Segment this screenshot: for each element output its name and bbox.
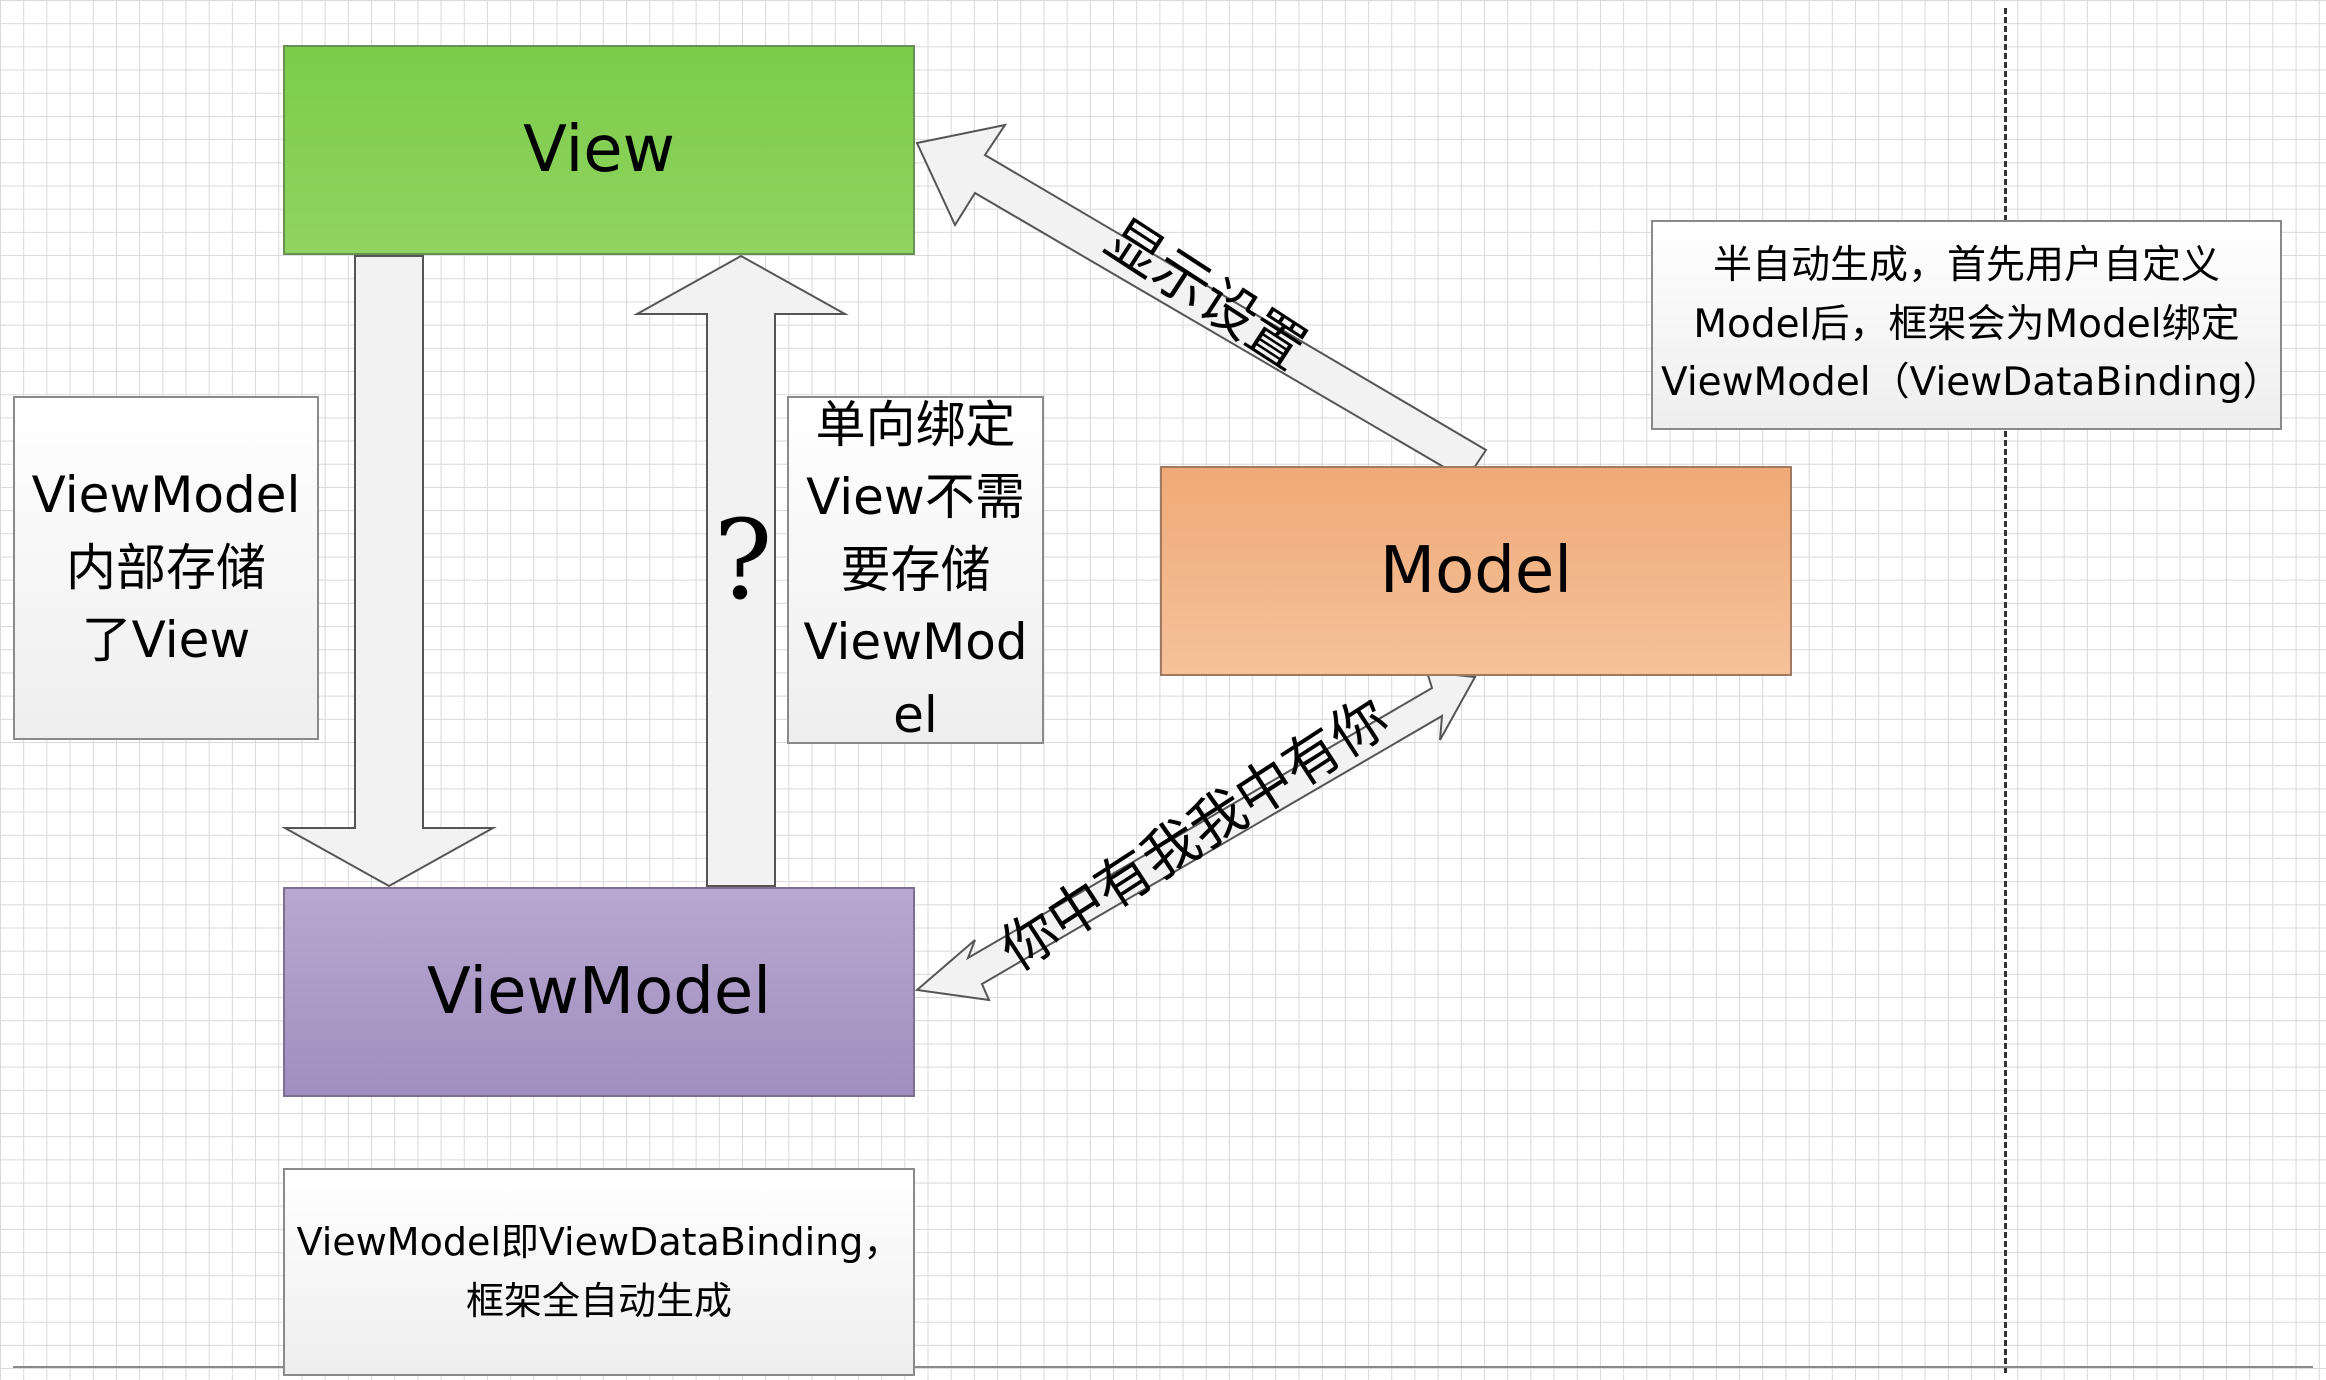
note-left-line-3: 了View (81, 611, 251, 670)
note-mid-line-3: 要存储 (840, 540, 991, 599)
note-mid-line-1: 单向绑定 (815, 395, 1016, 454)
viewmodel-node: ViewModel (283, 887, 915, 1097)
note-mid-line-4: ViewMod (803, 613, 1028, 672)
dashed-divider (2004, 8, 2007, 1373)
view-node-label: View (523, 113, 675, 187)
view-node: View (283, 45, 915, 255)
note-mid-line-2: View不需 (806, 468, 1025, 527)
arrow-view-to-viewmodel (281, 255, 497, 888)
note-bottom-line-2: 框架全自动生成 (465, 1279, 732, 1323)
arrow-viewmodel-model-bidirectional (914, 670, 1477, 1002)
note-full-auto-generation: ViewModel即ViewDataBinding， 框架全自动生成 (283, 1168, 915, 1376)
note-semi-auto-generation: 半自动生成，首先用户自定义 Model后，框架会为Model绑定 ViewMod… (1651, 220, 2282, 430)
note-right-line-1: 半自动生成，首先用户自定义 (1712, 243, 2220, 289)
note-left-line-2: 内部存储 (66, 538, 266, 597)
note-bottom-line-1: ViewModel即ViewDataBinding， (296, 1220, 902, 1265)
note-one-way-binding: 单向绑定 View不需 要存储 ViewMod el (787, 396, 1044, 744)
model-node: Model (1160, 466, 1792, 676)
bottom-border (13, 1366, 2313, 1368)
note-viewmodel-stores-view: ViewModel 内部存储 了View (13, 396, 319, 740)
arrow-model-to-view (915, 123, 1488, 482)
arrow-viewmodel-to-view (633, 254, 849, 887)
model-node-label: Model (1379, 534, 1573, 608)
note-right-line-3: ViewModel（ViewDataBinding） (1661, 360, 2282, 406)
viewmodel-node-label: ViewModel (426, 955, 772, 1029)
note-right-line-2: Model后，框架会为Model绑定 (1693, 301, 2240, 347)
note-left-line-1: ViewModel (31, 466, 301, 525)
note-mid-line-5: el (893, 685, 938, 744)
question-mark-label: ? (713, 496, 773, 624)
